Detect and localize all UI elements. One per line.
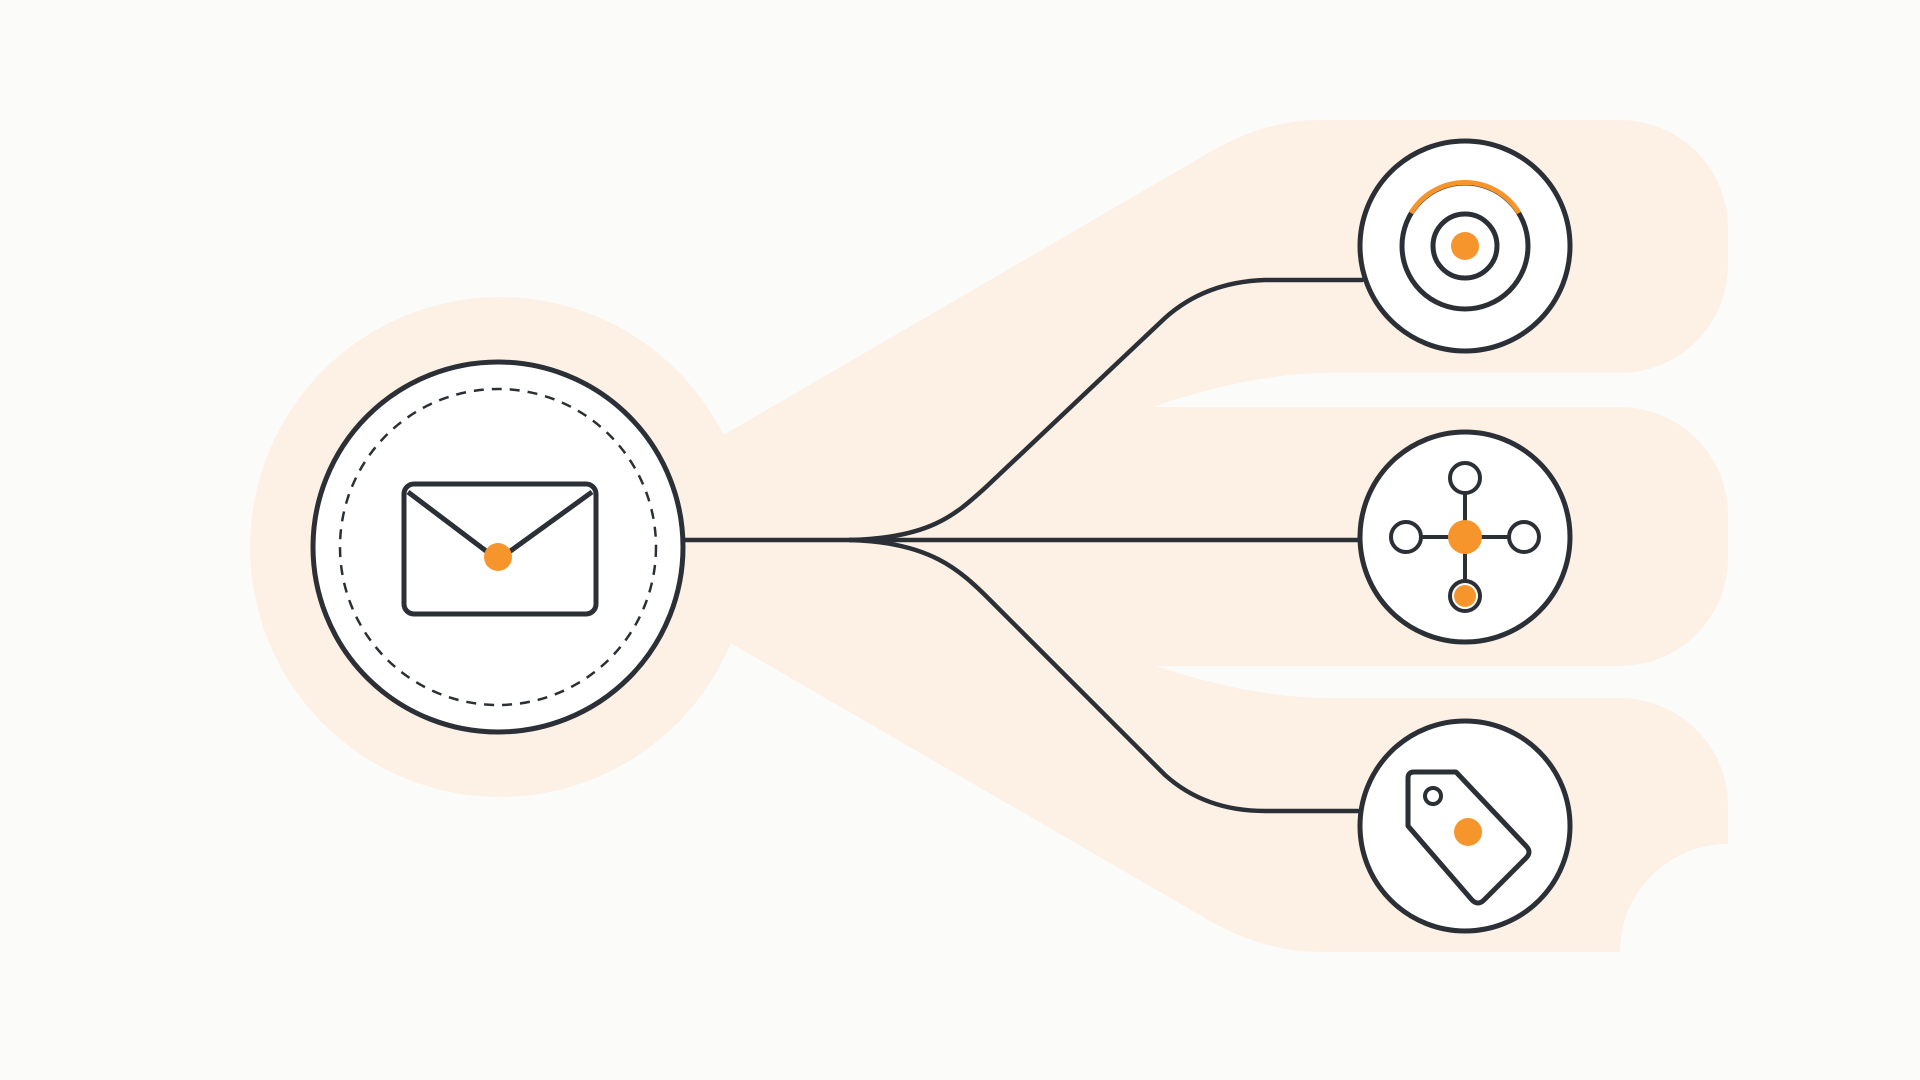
network-node-bottom-fill bbox=[1454, 585, 1476, 607]
network-node-top bbox=[1448, 461, 1482, 495]
upper-band-shape bbox=[720, 120, 1728, 437]
connectors bbox=[681, 277, 1365, 814]
source-node[interactable] bbox=[310, 359, 686, 735]
lower-band-shape bbox=[720, 637, 1728, 952]
target-center-dot bbox=[1451, 232, 1479, 260]
tag-node-bottom[interactable] bbox=[1357, 718, 1573, 934]
connector-lower bbox=[847, 537, 1361, 814]
target-ring-highlight bbox=[1408, 179, 1522, 215]
tag-dot bbox=[1454, 818, 1482, 846]
tag-icon bbox=[1405, 769, 1532, 906]
tag-hole bbox=[1423, 786, 1443, 806]
network-center-dot bbox=[1448, 520, 1482, 554]
network-node-middle[interactable] bbox=[1357, 429, 1573, 645]
envelope-dot bbox=[484, 543, 512, 571]
network-hub-icon bbox=[1389, 461, 1541, 613]
source-dashed-ring bbox=[338, 387, 658, 707]
envelope-icon bbox=[401, 481, 599, 617]
target-node-top[interactable] bbox=[1357, 138, 1573, 354]
target-icon bbox=[1399, 179, 1531, 312]
middle-band-shape bbox=[860, 407, 1728, 666]
network-node-left bbox=[1389, 520, 1423, 554]
network-node-right bbox=[1507, 520, 1541, 554]
connector-upper bbox=[847, 277, 1365, 543]
target-inner-ring bbox=[1430, 211, 1500, 281]
